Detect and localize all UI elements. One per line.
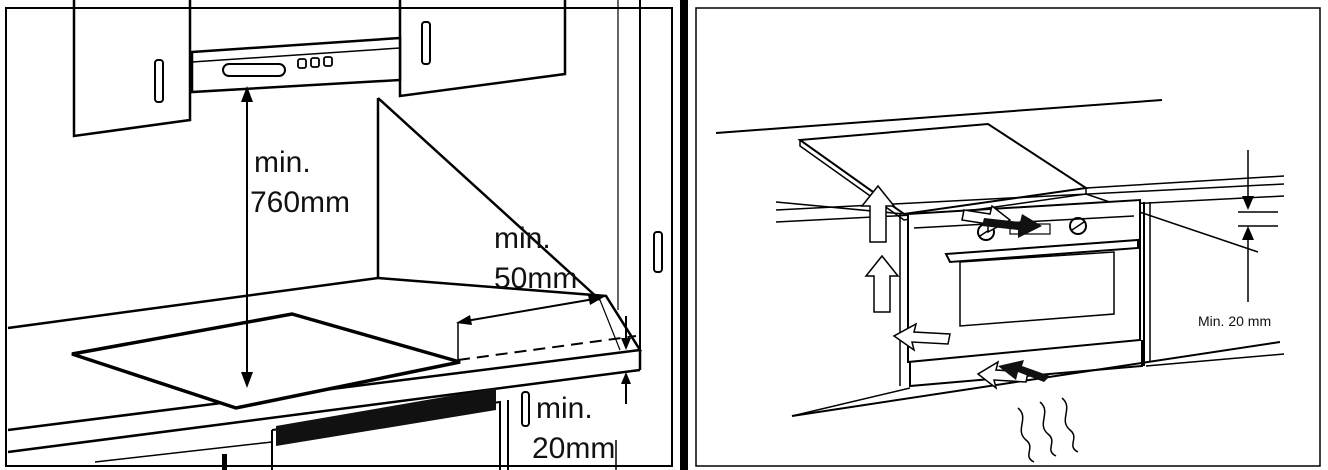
airflow-solid-arrow	[982, 214, 1042, 238]
oven-front	[907, 198, 1141, 364]
hob-clearance-drawing: min. 760mm min. 50mm min. 20mm	[5, 0, 673, 470]
airflow-up-arrow	[860, 184, 896, 243]
airflow-solid-arrow	[998, 360, 1050, 382]
worktop-top	[7, 276, 643, 432]
hood-button	[310, 57, 320, 68]
left-frame	[5, 7, 673, 467]
oven-knob	[1069, 217, 1087, 235]
height-label-line1: min.	[254, 146, 311, 179]
hood-button	[297, 58, 307, 69]
oven-vent-strip	[276, 388, 496, 446]
splashback-edge	[377, 97, 601, 301]
airflow-in-arrow	[976, 360, 1029, 390]
right-frame	[695, 7, 1321, 467]
side-dimension-arrow	[456, 295, 604, 325]
side-label-line1: min.	[494, 222, 551, 255]
tall-cabinet-handle	[653, 231, 663, 273]
gap-label: Min. 20 mm	[1198, 313, 1271, 329]
panel-divider	[680, 0, 688, 470]
cabinet-handle-right	[421, 21, 431, 65]
airflow-up-arrow	[864, 254, 900, 313]
worktop-front-edge	[7, 368, 641, 454]
wall-cabinet-left	[72, 0, 192, 138]
heat-wave-icon	[1017, 397, 1079, 463]
bottom-dimension-arrow	[621, 316, 631, 404]
cabinet-handle-left	[154, 59, 164, 103]
cooker-hood	[190, 36, 402, 94]
bottom-label-line1: min.	[536, 392, 593, 425]
oven-ventilation-diagram: Min. 20 mm	[688, 0, 1328, 470]
base-cabinet-handle	[521, 391, 530, 427]
hood-light	[222, 63, 286, 77]
hob-clearance-diagram: min. 760mm min. 50mm min. 20mm	[5, 0, 673, 470]
wall-cabinet-right	[398, 0, 567, 98]
bottom-label-line2: 20mm	[532, 432, 615, 465]
oven-door-handle	[944, 238, 1139, 264]
height-label-line2: 760mm	[250, 186, 350, 219]
airflow-in-arrow	[892, 322, 951, 352]
hood-button	[323, 56, 333, 67]
side-label-line2: 50mm	[494, 262, 577, 295]
gap-dimension-arrow	[1238, 150, 1278, 302]
oven-window	[959, 251, 1115, 327]
height-dimension-arrow	[241, 86, 253, 388]
hob	[71, 312, 461, 410]
oven-ventilation-drawing: Min. 20 mm	[695, 7, 1321, 467]
